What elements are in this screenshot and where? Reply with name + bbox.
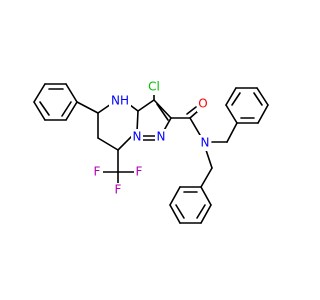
bond: [65, 83, 78, 103]
n-atom-amide: N: [201, 136, 210, 150]
bond: [65, 101, 78, 121]
bond: [156, 103, 169, 121]
bond: [253, 92, 263, 106]
bond: [186, 106, 197, 115]
o-atom: O: [198, 97, 207, 111]
cl-atom: Cl: [148, 80, 160, 94]
bond: [257, 104, 269, 124]
bond: [175, 204, 185, 219]
bond: [189, 117, 201, 136]
bond: [256, 87, 269, 106]
bond: [153, 99, 172, 119]
f-atom-1: F: [94, 165, 101, 179]
molecule-diagram: NH N N N Cl O F F F: [33, 79, 269, 224]
f-atom-3: F: [115, 183, 122, 197]
bond: [97, 137, 119, 151]
bond: [76, 101, 99, 114]
bond: [196, 204, 206, 219]
bond: [169, 186, 181, 206]
bond: [200, 186, 212, 206]
bond: [169, 204, 181, 224]
bond: [33, 101, 46, 121]
bond: [200, 167, 213, 188]
structure-svg: NH N N N Cl O F F F: [33, 79, 269, 224]
bond: [226, 122, 238, 143]
bond: [225, 87, 237, 106]
bond: [205, 149, 213, 169]
atom-labels: NH N N N Cl O F F F: [92, 79, 211, 198]
bond: [225, 104, 238, 124]
n-atom-left: N: [133, 130, 142, 144]
bond: [61, 101, 72, 117]
bond: [189, 110, 199, 119]
f-atom-2: F: [136, 165, 143, 179]
bond: [117, 135, 133, 151]
bond: [136, 110, 139, 133]
bonds: [33, 83, 269, 224]
bond: [200, 204, 212, 224]
bond: [137, 99, 155, 112]
bond: [231, 92, 241, 106]
bond: [39, 101, 50, 116]
nh-atom: NH: [111, 94, 129, 108]
n-atom-right: N: [157, 130, 166, 144]
bond: [33, 83, 46, 103]
